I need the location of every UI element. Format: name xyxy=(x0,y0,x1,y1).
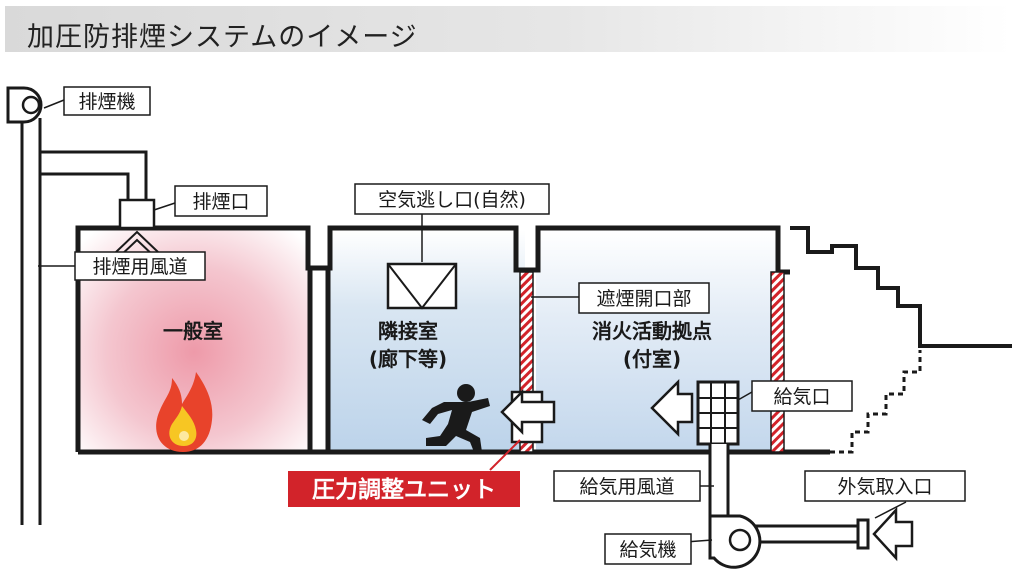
building-outline xyxy=(75,225,830,455)
smoke-barrier-right xyxy=(770,271,785,453)
air-supply-duct-label: 給気用風道 xyxy=(579,476,674,498)
air-supply-outlet xyxy=(696,380,740,446)
staircase-outline xyxy=(790,226,1012,454)
fire-room-name: 一般室 xyxy=(163,319,223,343)
airflow-arrow xyxy=(650,378,694,438)
pressure-unit-label: 圧力調整ユニット xyxy=(312,476,496,503)
smoke-exhaust-outlet-label: 排煙口 xyxy=(192,191,249,213)
intake-arrow xyxy=(872,506,914,562)
base-room-subname: (付室) xyxy=(623,347,681,371)
adjacent-room-subname: (廊下等) xyxy=(369,347,447,371)
smoke-exhaust-fan-label: 排煙機 xyxy=(78,91,135,113)
outside-air-intake-label: 外気取入口 xyxy=(837,476,932,498)
smoke-exhaust-fan xyxy=(6,86,43,124)
title-bar: 加圧防排煙システムのイメージ xyxy=(5,6,1011,53)
page-title: 加圧防排煙システムのイメージ xyxy=(27,22,418,53)
air-supply-duct xyxy=(708,444,870,550)
flame-icon xyxy=(156,372,213,452)
air-relief-vent-label: 空気逃し口(自然) xyxy=(378,189,526,211)
label-boxes xyxy=(63,86,966,565)
air-supply-fan xyxy=(708,514,762,569)
air-relief-vent xyxy=(386,262,458,310)
air-supply-fan-label: 給気機 xyxy=(619,539,676,561)
pressure-unit-leader xyxy=(489,439,521,471)
adjacent-room-name: 隣接室 xyxy=(378,319,438,343)
air-supply-outlet-label: 給気口 xyxy=(773,386,830,408)
pressure-control-unit xyxy=(500,388,556,444)
smoke-barrier-label: 遮煙開口部 xyxy=(596,288,691,310)
smoke-exhaust-duct xyxy=(20,118,148,525)
base-room-name: 消火活動拠点 xyxy=(592,319,712,343)
pressure-unit-label-bg xyxy=(288,471,520,507)
running-person-icon xyxy=(422,384,490,452)
smoke-exhaust-duct-label: 排煙用風道 xyxy=(92,256,187,278)
